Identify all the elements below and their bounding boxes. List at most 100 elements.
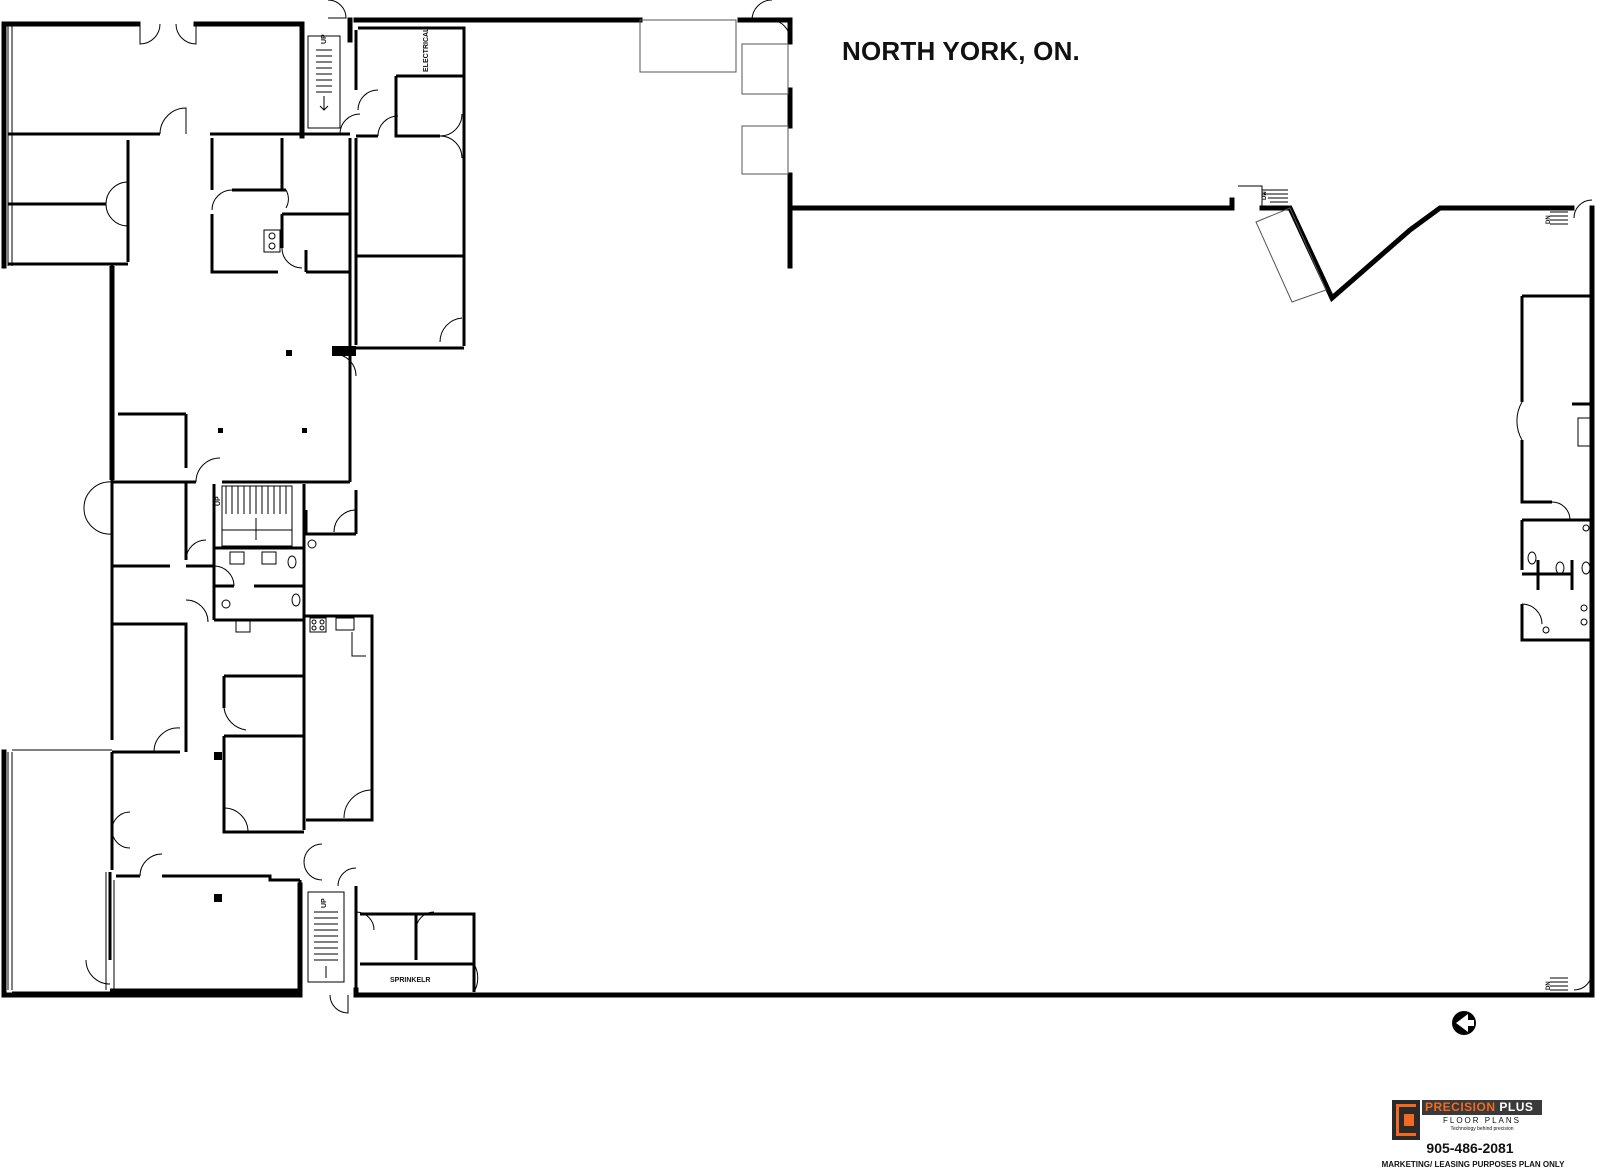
dn-label-top: DN: [1262, 191, 1268, 200]
door-swing-icon: [333, 509, 357, 533]
sink-icon: [335, 617, 355, 631]
door-swing-icon: [223, 807, 249, 833]
brand-logo: PRECISION PLUS FLOOR PLANS Technology be…: [1392, 1100, 1542, 1140]
brand-name-part2: PLUS: [1499, 1100, 1534, 1114]
door-swing-icon: [223, 707, 247, 731]
interior-walls: [8, 26, 1592, 995]
door-swing-icon: [1573, 971, 1593, 991]
door-swing-icon: [281, 247, 303, 269]
door-swing-icon: [85, 959, 111, 985]
north-arrow-icon: [1452, 1011, 1476, 1035]
door-swings: [83, 0, 1593, 1014]
door-swing-icon: [105, 203, 129, 227]
sink-icon: [268, 232, 276, 240]
toilet-icon: [1527, 551, 1537, 565]
door-swing-icon: [343, 789, 373, 819]
door-swing-icon: [327, 0, 347, 19]
door-swing-icon: [1573, 199, 1593, 219]
page-title: NORTH YORK, ON.: [842, 36, 1080, 66]
door-swing-icon: [139, 23, 161, 45]
door-swing-icon: [159, 107, 187, 135]
brand-name-part1: PRECISION: [1425, 1100, 1496, 1114]
sink-icon: [263, 229, 281, 253]
toilet-icon: [307, 539, 317, 549]
door-swing-icon: [139, 853, 163, 877]
door-swing-icon: [83, 481, 113, 509]
sprinkler-label: SPRINKELR: [390, 977, 430, 984]
door-swing-icon: [195, 457, 221, 483]
door-swing-icon: [285, 189, 289, 209]
door-swing-icon: [1551, 501, 1571, 521]
door-swing-icon: [337, 867, 357, 887]
door-swing-icon: [751, 0, 773, 21]
door-swing-icon: [355, 911, 375, 931]
sink-icon: [268, 242, 276, 250]
door-swing-icon: [415, 911, 435, 931]
toilet-icon: [1555, 561, 1565, 575]
door-swing-icon: [303, 861, 323, 881]
up-label-top: UP: [321, 34, 328, 44]
room-labels: ELECTRICAL SPRINKELR UP UP UP DN DN DN: [215, 27, 1552, 990]
door-swing-icon: [105, 181, 129, 205]
door-swing-icon: [185, 539, 207, 561]
door-swing-icon: [439, 113, 463, 137]
columns: [214, 346, 356, 902]
disclaimer-text: MARKETING/ LEASING PURPOSES PLAN ONLY: [1381, 1160, 1565, 1169]
stairs: [221, 35, 1568, 991]
door-swing-icon: [211, 189, 233, 211]
door-swing-icon: [357, 89, 379, 111]
loading-doors: [639, 19, 1327, 303]
up-label-mid: UP: [215, 496, 222, 506]
stair-icon: [1550, 211, 1568, 225]
door-swing-icon: [439, 317, 463, 343]
sink-icon: [261, 551, 277, 565]
door-swing-icon: [185, 599, 209, 623]
stair-icon: [1238, 185, 1288, 208]
door-swing-icon: [1521, 603, 1543, 625]
door-swing-icon: [333, 353, 357, 377]
exterior-walls: [1, 17, 1595, 998]
door-swing-icon: [303, 843, 323, 863]
toilet-icon: [221, 599, 231, 609]
door-swing-icon: [111, 829, 131, 849]
sink-icon: [1542, 626, 1550, 634]
sink-icon: [229, 551, 245, 565]
door-swing-icon: [771, 19, 791, 41]
door-swing-icon: [111, 811, 131, 831]
glazing: [7, 24, 373, 993]
door-swing-icon: [83, 507, 113, 535]
stair-icon: [221, 485, 293, 547]
brand-name: PRECISION PLUS: [1422, 1100, 1542, 1115]
electrical-label: ELECTRICAL: [423, 27, 430, 72]
door-swing-icon: [329, 994, 349, 1014]
door-swing-icon: [339, 113, 361, 135]
stair-icon: [1550, 977, 1568, 991]
door-swing-icon: [175, 23, 197, 45]
toilet-icon: [287, 555, 297, 569]
fixtures: [221, 229, 1591, 657]
up-label-bottom: UP: [321, 898, 328, 908]
sink-icon: [1580, 618, 1588, 626]
stove-icon: [309, 617, 327, 633]
stair-icon: [307, 35, 341, 129]
sink-icon: [1582, 524, 1590, 532]
brand-sub: FLOOR PLANS: [1442, 1116, 1521, 1125]
sink-icon: [1580, 604, 1588, 612]
door-swing-icon: [153, 727, 181, 753]
door-swing-icon: [1516, 401, 1523, 441]
door-swing-icon: [473, 963, 479, 993]
dn-label-right: DN: [1546, 215, 1552, 224]
stair-icon: [307, 891, 345, 983]
door-swing-icon: [213, 565, 235, 587]
sink-icon: [1577, 417, 1591, 447]
brand-tagline: Technology behind precision: [1450, 1126, 1514, 1132]
door-swing-icon: [439, 135, 463, 159]
toilet-icon: [1581, 561, 1591, 575]
door-swing-icon: [377, 115, 399, 137]
dn-label-bottom: DN: [1546, 981, 1552, 990]
logo-mark-icon: [1392, 1100, 1420, 1140]
sink-icon: [235, 619, 251, 633]
toilet-icon: [291, 593, 301, 607]
brand-phone: 905-486-2081: [1426, 1140, 1514, 1156]
